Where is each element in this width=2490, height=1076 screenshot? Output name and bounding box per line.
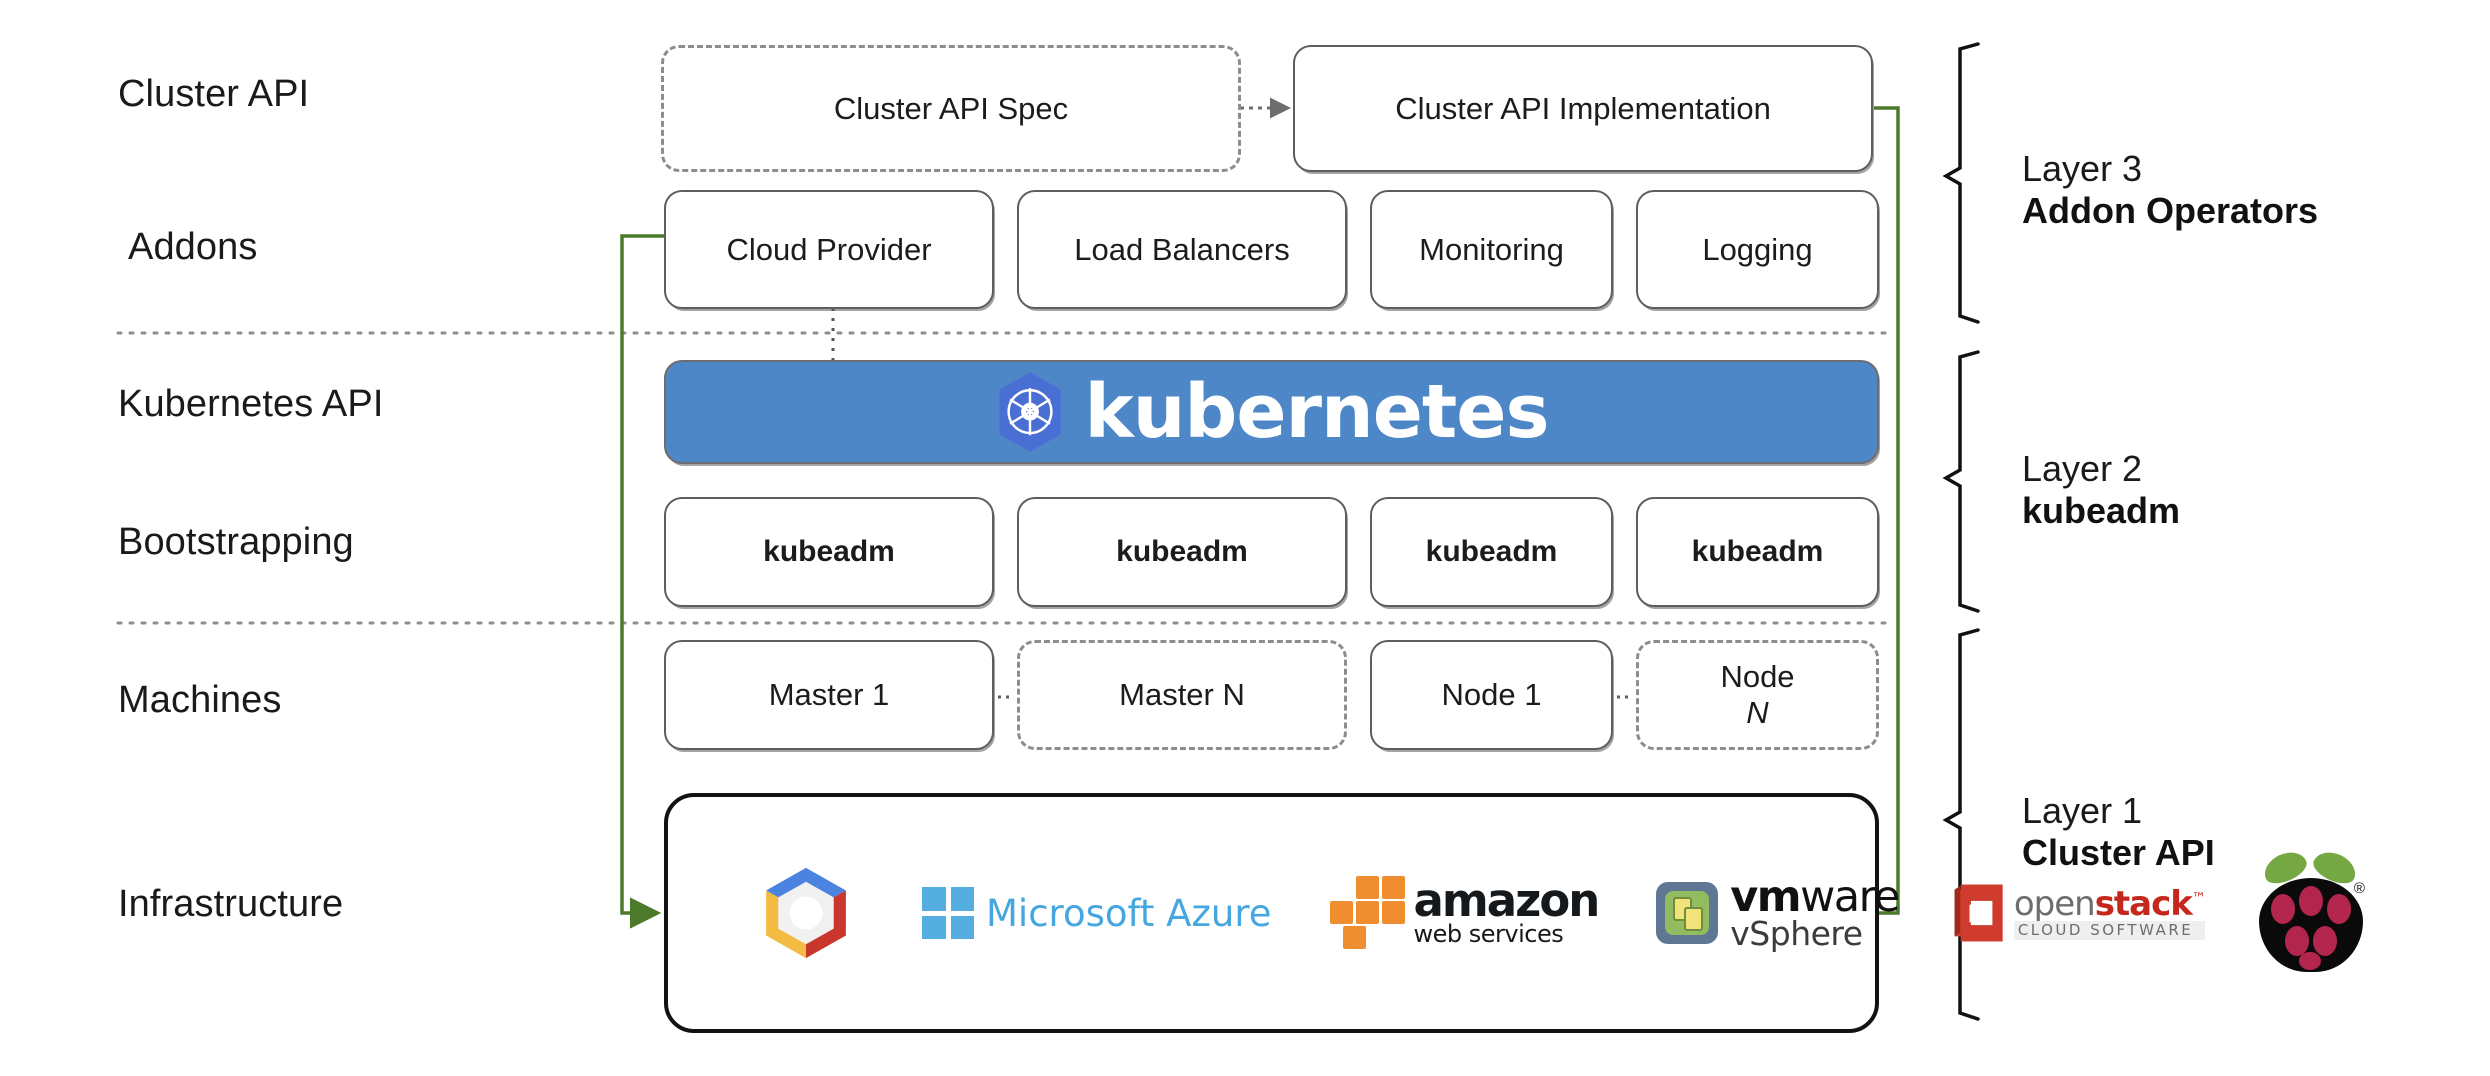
layer-2-number: Layer 2	[2022, 448, 2143, 489]
azure-wordmark: Microsoft Azure	[986, 891, 1272, 935]
node-cluster-api-spec[interactable]: Cluster API Spec	[661, 45, 1241, 172]
node-label: kubeadm	[1425, 534, 1558, 568]
node-addon-monitoring[interactable]: Monitoring	[1370, 190, 1613, 309]
openstack-logo[interactable]: openstack™ CLOUD SOFTWARE	[1949, 883, 2206, 942]
registered-mark-icon: ®	[2353, 880, 2365, 897]
node-machine-node-n[interactable]: Node N	[1636, 640, 1879, 750]
layer-1-number: Layer 1	[2022, 790, 2143, 831]
row-label-machines: Machines	[118, 679, 282, 721]
aws-subwordmark: web services	[1413, 919, 1564, 948]
vmware-vsphere-logo[interactable]: vmware vSphere	[1656, 875, 1900, 953]
brace-layer-3b	[1942, 628, 1980, 1021]
vmware-wordmark-bold: vm	[1730, 871, 1801, 922]
infrastructure-box[interactable]: Microsoft Azure amazon web services	[664, 793, 2365, 1033]
node-addon-load-balancers[interactable]: Load Balancers	[1017, 190, 1347, 309]
node-label: kubeadm	[1691, 534, 1824, 568]
node-machine-node-1[interactable]: Node 1	[1370, 640, 1613, 750]
node-label-italic: N	[1746, 695, 1769, 730]
openstack-cube-icon	[1954, 884, 2003, 942]
row-label-kubernetes-api: Kubernetes API	[118, 383, 384, 425]
microsoft-window-icon	[922, 887, 974, 939]
layer-3-number: Layer 3	[2022, 148, 2143, 189]
node-label: Cloud Provider	[726, 231, 932, 267]
layer-3-name: Addon Operators	[2022, 190, 2319, 232]
node-label: Cluster API Implementation	[1395, 90, 1771, 126]
node-label: Node	[1720, 659, 1795, 695]
row-label-infrastructure: Infrastructure	[118, 883, 344, 925]
layer-3-label: Layer 3 Addon Operators	[2022, 148, 2318, 233]
layer-2-label: Layer 2 kubeadm	[2022, 448, 2180, 533]
vsphere-wordmark: vSphere	[1730, 913, 1863, 953]
openstack-wordmark-stack: stack	[2094, 883, 2193, 924]
amazon-wordmark: amazon	[1413, 874, 1601, 928]
node-kubeadm-2[interactable]: kubeadm	[1017, 497, 1347, 607]
node-label: Cluster API Spec	[833, 90, 1069, 126]
raspberry-pi-logo[interactable]: ®	[2258, 846, 2365, 972]
microsoft-azure-logo[interactable]: Microsoft Azure	[922, 887, 1272, 939]
node-label: kubeadm	[763, 534, 895, 568]
node-label: Monitoring	[1419, 231, 1564, 267]
kubernetes-wordmark: kubernetes	[1084, 369, 1549, 455]
node-label: Load Balancers	[1074, 231, 1290, 267]
node-kubeadm-3[interactable]: kubeadm	[1370, 497, 1613, 607]
node-kubeadm-1[interactable]: kubeadm	[664, 497, 994, 607]
node-label: Master 1	[768, 677, 890, 713]
google-cloud-logo[interactable]	[754, 861, 858, 965]
brace-layer-3	[1942, 42, 1980, 324]
vmware-square-icon	[1656, 882, 1719, 944]
node-addon-logging[interactable]: Logging	[1636, 190, 1879, 309]
green-connector-left	[620, 234, 664, 929]
google-cloud-hexagon-icon	[766, 867, 846, 959]
kubernetes-helm-wheel-logo	[999, 372, 1062, 452]
node-addon-cloud-provider[interactable]: Cloud Provider	[664, 190, 994, 309]
kubernetes-banner[interactable]: kubernetes	[664, 360, 1879, 464]
row-label-cluster-api: Cluster API	[118, 73, 310, 115]
vmware-wordmark-light: ware	[1800, 871, 1900, 922]
row-label-addons: Addons	[128, 226, 258, 268]
brace-layer-2	[1942, 350, 1980, 613]
node-machine-master-n[interactable]: Master N	[1017, 640, 1347, 750]
node-label: Master N	[1119, 677, 1245, 713]
layer-1-name: Cluster API	[2022, 832, 2215, 874]
openstack-wordmark-open: open	[2013, 883, 2096, 924]
node-label: kubeadm	[1116, 534, 1248, 568]
trademark-icon: ™	[2191, 890, 2206, 907]
node-label: Node 1	[1441, 677, 1542, 713]
node-cluster-api-implementation[interactable]: Cluster API Implementation	[1293, 45, 1873, 172]
node-kubeadm-4[interactable]: kubeadm	[1636, 497, 1879, 607]
layer-1-label: Layer 1 Cluster API	[2022, 790, 2215, 875]
raspberry-pi-icon: ®	[2258, 846, 2365, 972]
amazon-web-services-logo[interactable]: amazon web services	[1329, 874, 1601, 950]
row-label-bootstrapping: Bootstrapping	[118, 521, 354, 563]
layer-2-name: kubeadm	[2022, 490, 2181, 532]
aws-cubes-icon	[1329, 876, 1408, 950]
node-label: Logging	[1702, 231, 1813, 267]
openstack-tagline: CLOUD SOFTWARE	[2013, 920, 2205, 940]
node-machine-master-1[interactable]: Master 1	[664, 640, 994, 750]
